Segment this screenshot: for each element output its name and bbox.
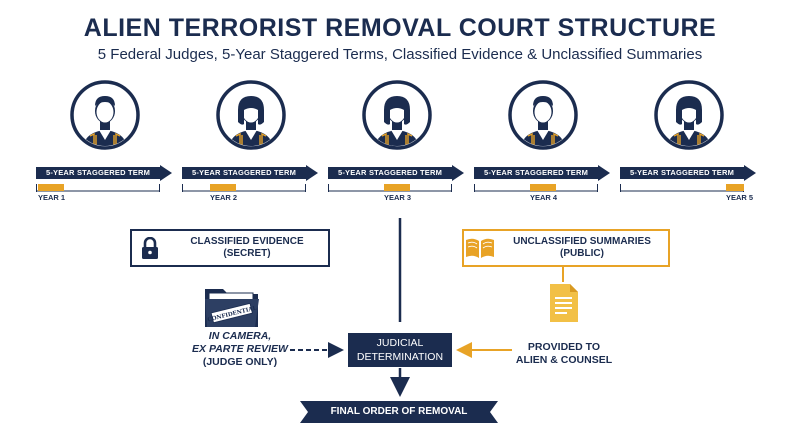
- year-label: YEAR 2: [210, 193, 238, 202]
- active-year-marker: [384, 184, 410, 191]
- active-year-marker: [530, 184, 556, 191]
- classified-evidence-box: CLASSIFIED EVIDENCE (SECRET): [130, 229, 330, 267]
- term-year-bar: [328, 184, 452, 192]
- document-icon: [550, 284, 578, 322]
- unclassified-summaries-box: UNCLASSIFIED SUMMARIES (PUBLIC): [462, 229, 670, 267]
- year-label: YEAR 5: [726, 193, 754, 202]
- judicial-line-1: JUDICIAL: [376, 337, 424, 349]
- term-arrow: [620, 165, 756, 181]
- active-year-marker: [210, 184, 236, 191]
- judge-2: 5-YEAR STAGGERED TERM YEAR 2: [182, 80, 318, 204]
- term-year-bar: [182, 184, 306, 192]
- classified-subtitle: (SECRET): [223, 248, 271, 259]
- judge-portrait-icon: [216, 80, 286, 150]
- provided-line-2: ALIEN & COUNSEL: [515, 354, 613, 366]
- page-subtitle: 5 Federal Judges, 5-Year Staggered Terms…: [97, 46, 703, 63]
- judge-5: 5-YEAR STAGGERED TERM YEAR 5: [620, 80, 756, 204]
- open-book-icon: [466, 238, 494, 258]
- final-order-label: FINAL ORDER OF REMOVAL: [330, 406, 468, 417]
- judge-portrait-icon: [362, 80, 432, 150]
- lock-icon: [142, 237, 158, 259]
- page-title: ALIEN TERRORIST REMOVAL COURT STRUCTURE: [83, 14, 717, 42]
- term-arrow: [474, 165, 610, 181]
- provided-to-text: PROVIDED TO ALIEN & COUNSEL: [490, 341, 638, 367]
- active-year-marker: [726, 184, 744, 191]
- term-arrow: [36, 165, 172, 181]
- judge-3: 5-YEAR STAGGERED TERM YEAR 3: [328, 80, 464, 204]
- unclassified-title: UNCLASSIFIED SUMMARIES: [513, 236, 651, 247]
- classified-title: CLASSIFIED EVIDENCE: [190, 236, 304, 247]
- judge-portrait-icon: [508, 80, 578, 150]
- in-camera-review-text: IN CAMERA, EX PARTE REVIEW (JUDGE ONLY): [192, 330, 288, 369]
- term-label: 5-YEAR STAGGERED TERM: [45, 168, 151, 177]
- term-label: 5-YEAR STAGGERED TERM: [483, 168, 589, 177]
- term-year-bar: [474, 184, 598, 192]
- term-label: 5-YEAR STAGGERED TERM: [191, 168, 297, 177]
- confidential-folder-icon: CONFIDENTIAL: [205, 289, 259, 327]
- judicial-determination-box: JUDICIAL DETERMINATION: [348, 333, 452, 367]
- judge-4: 5-YEAR STAGGERED TERM YEAR 4: [474, 80, 610, 204]
- final-order-banner: [300, 401, 498, 423]
- review-line-3: (JUDGE ONLY): [202, 356, 278, 368]
- judge-portrait-icon: [70, 80, 140, 150]
- term-arrow: [182, 165, 318, 181]
- year-label: YEAR 3: [384, 193, 412, 202]
- judicial-line-2: DETERMINATION: [356, 351, 444, 363]
- review-line-1: IN CAMERA,: [208, 330, 272, 342]
- review-line-2: EX PARTE REVIEW: [192, 343, 288, 355]
- term-year-bar: [36, 184, 160, 192]
- year-label: YEAR 1: [38, 193, 66, 202]
- active-year-marker: [38, 184, 64, 191]
- unclassified-subtitle: (PUBLIC): [560, 248, 604, 259]
- term-label: 5-YEAR STAGGERED TERM: [337, 168, 443, 177]
- term-arrow: [328, 165, 464, 181]
- term-year-bar: [620, 184, 744, 192]
- year-label: YEAR 4: [530, 193, 558, 202]
- judge-1: 5-YEAR STAGGERED TERM YEAR 1: [36, 80, 172, 204]
- provided-line-1: PROVIDED TO: [527, 341, 601, 353]
- term-label: 5-YEAR STAGGERED TERM: [629, 168, 735, 177]
- judge-portrait-icon: [654, 80, 724, 150]
